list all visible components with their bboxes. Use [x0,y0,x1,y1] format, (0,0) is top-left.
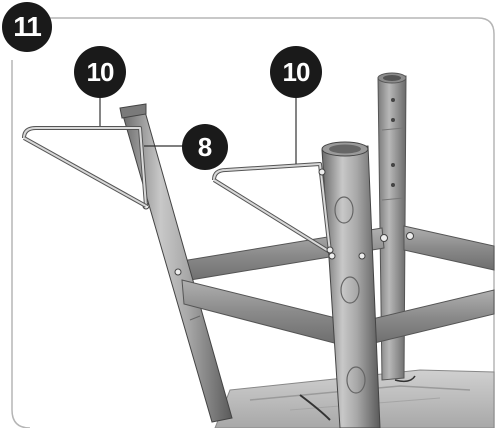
part-callout-label: 8 [198,132,212,163]
step-number-badge: 11 [2,2,52,52]
step-number-text: 11 [13,11,41,43]
foot-rest-left [24,128,146,206]
part-callout-label: 10 [283,57,310,88]
part-callout-foot-rest-right: 10 [270,46,322,98]
part-callout-leg: 8 [182,124,228,170]
part-callout-label: 10 [87,57,114,88]
part-callout-foot-rest-left: 10 [74,46,126,98]
